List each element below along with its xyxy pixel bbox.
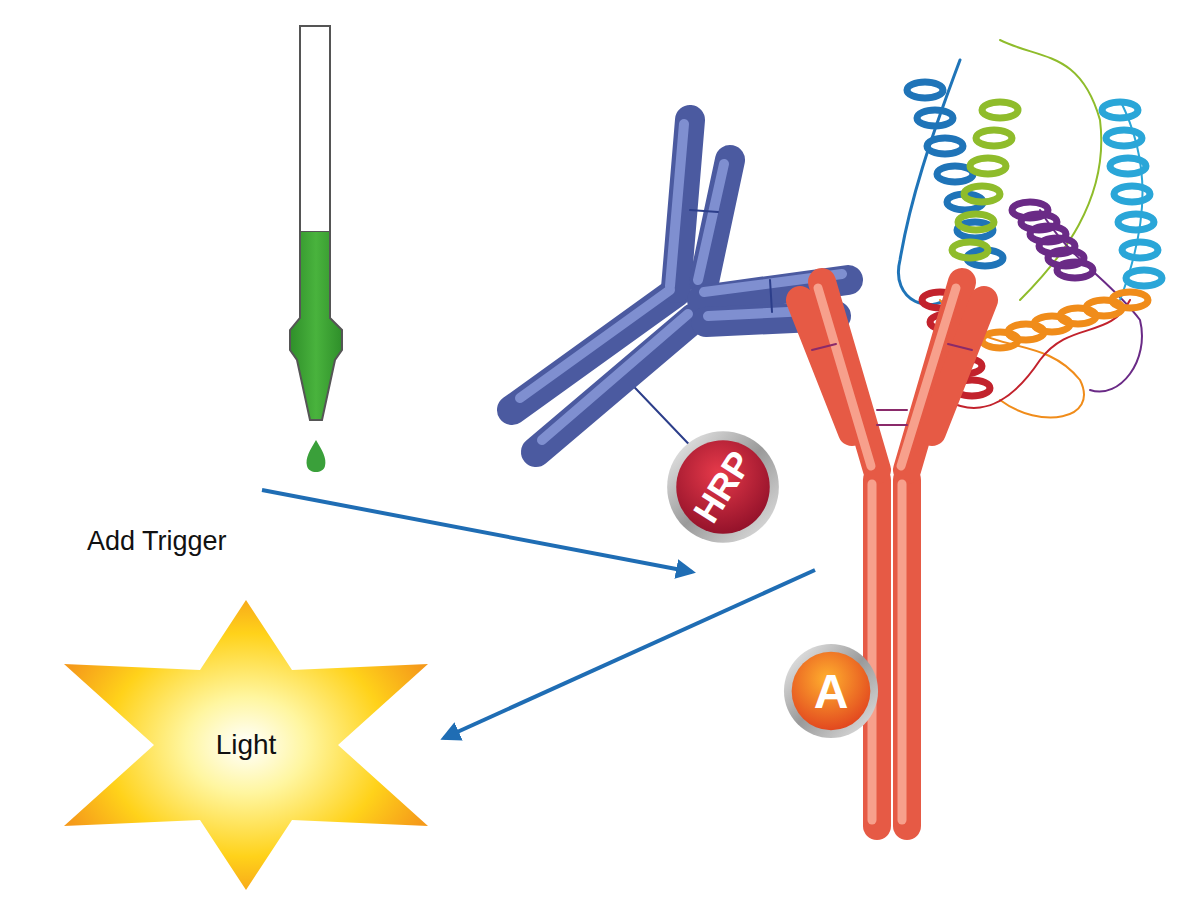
helix-turn [1126,270,1162,286]
helix-turn [1122,242,1158,258]
helix-turn [1110,158,1146,174]
helix-turn [982,102,1018,118]
helix-turn [1118,214,1154,230]
helix-turn [952,242,988,258]
helix-turn [907,82,943,98]
helix-turn [1112,292,1148,308]
flow-arrow [262,490,692,572]
helix-turn [964,186,1000,202]
helix-turn [1106,130,1142,146]
red-antibody [800,282,984,826]
light-star: Light [60,598,432,892]
flow-arrow [444,570,815,738]
acridinium-label-circle: A [783,643,879,739]
helix-turn [976,130,1012,146]
dropper [290,26,342,472]
helix-turn [917,110,953,126]
helix-turn [970,158,1006,174]
hrp-label-circle: HRP [666,430,780,544]
helix-turn [1102,102,1138,118]
helix-turn [1057,262,1093,278]
star-label: Light [216,729,277,761]
circle-label: A [814,664,849,719]
helix-turn [1114,186,1150,202]
helix-turn [958,214,994,230]
helix-turn [927,138,963,154]
step-label: Add Trigger [87,526,227,557]
drop [307,440,326,472]
